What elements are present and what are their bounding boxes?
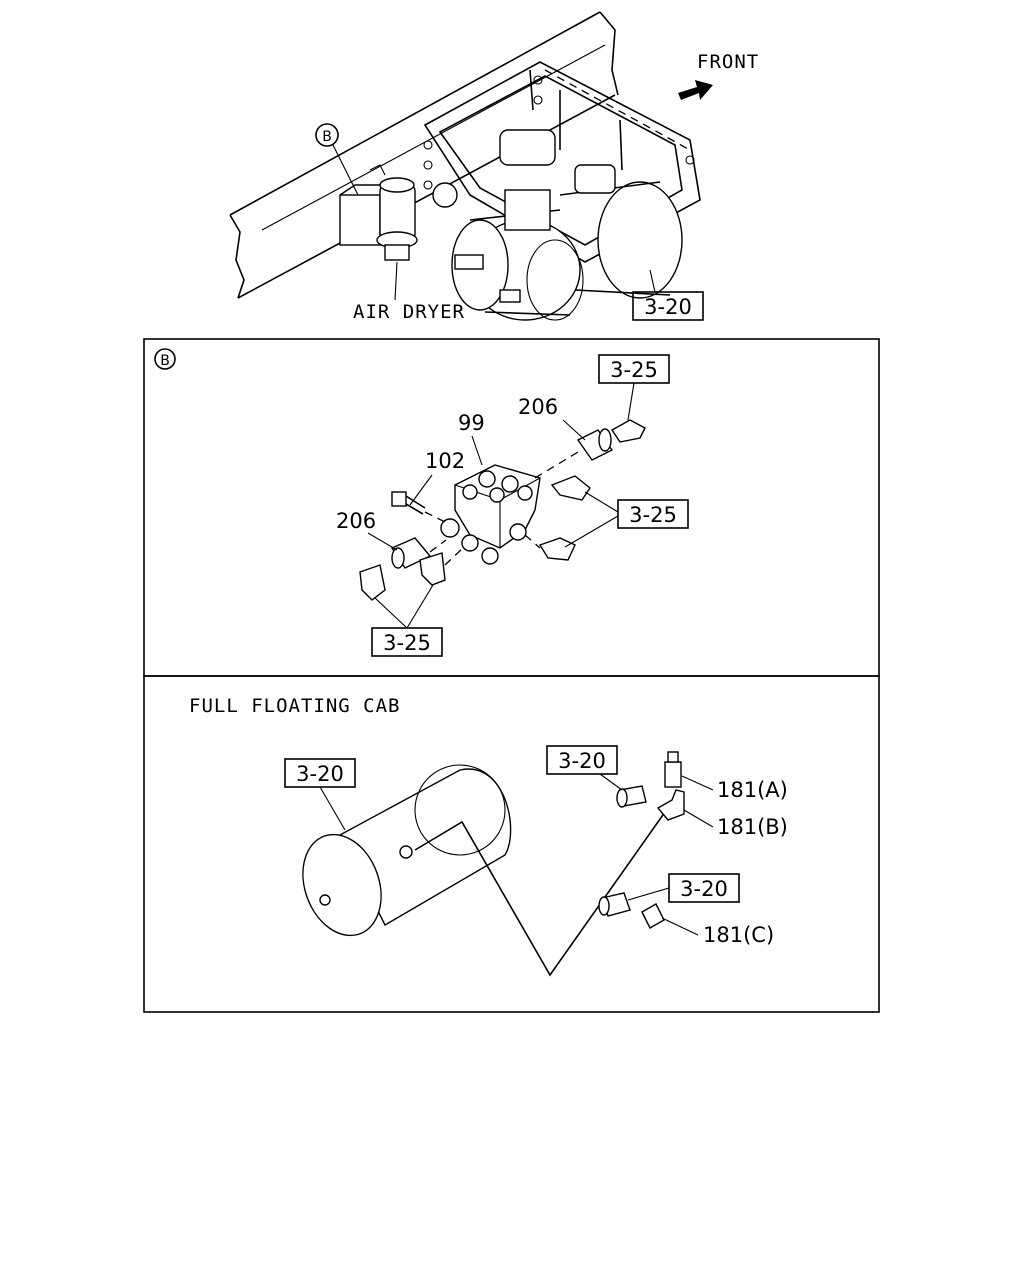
- front-label: FRONT: [697, 51, 759, 73]
- fitting-206-upper: [576, 428, 614, 461]
- ref-box-b-top: 3-25: [598, 354, 670, 421]
- elbow-lower-left-1: [359, 564, 386, 601]
- ref-box-cab-lower: 3-20: [627, 873, 740, 903]
- fitting-lower: [598, 892, 631, 917]
- part-181c-label: 181(C): [703, 923, 774, 947]
- ref-box-cab-upper-label: 3-20: [558, 749, 606, 773]
- ref-box-tank: 3-20: [284, 758, 356, 831]
- view-b-marker-top: B: [322, 129, 332, 145]
- ref-box-cab-lower-label: 3-20: [680, 877, 728, 901]
- ref-box-b-bottom-label: 3-25: [383, 631, 431, 655]
- air-dryer-label: AIR DRYER: [353, 301, 465, 323]
- part-181b-label: 181(B): [717, 815, 788, 839]
- front-indicator: FRONT: [678, 51, 759, 100]
- chassis-overview: [229, 11, 701, 321]
- fitting-181c: [641, 903, 665, 929]
- fitting-upper: [616, 785, 647, 808]
- part-206-lower-label: 206: [336, 509, 376, 533]
- ref-box-b-right: 3-25: [564, 491, 689, 548]
- part-99-label: 99: [458, 411, 485, 435]
- ref-box-b-top-label: 3-25: [610, 358, 658, 382]
- part-181a-label: 181(A): [717, 778, 788, 802]
- floating-cab-title: FULL FLOATING CAB: [189, 695, 400, 717]
- ref-box-top: 3-20: [632, 269, 704, 321]
- ref-box-b-bottom: 3-25: [371, 584, 443, 657]
- part-102-label: 102: [425, 449, 465, 473]
- part-206-upper-label: 206: [518, 395, 558, 419]
- elbow-lower-left-2: [419, 552, 446, 586]
- ref-box-tank-label: 3-20: [296, 762, 344, 786]
- elbow-right-mid: [550, 475, 591, 501]
- view-b-callout: B: [315, 123, 359, 196]
- fitting-181a: [664, 751, 682, 788]
- floating-cab-panel: [143, 675, 880, 1013]
- bolt-102: [391, 491, 426, 515]
- ref-box-cab-upper: 3-20: [546, 745, 623, 791]
- elbow-top-right: [610, 419, 646, 443]
- ref-box-b-right-label: 3-25: [629, 503, 677, 527]
- relay-valve-99: [440, 464, 541, 565]
- fitting-181b: [656, 789, 685, 821]
- front-arrow-icon: [678, 80, 713, 100]
- air-tank: [302, 764, 512, 937]
- ref-box-top-label: 3-20: [644, 295, 692, 319]
- elbow-right-low: [538, 537, 576, 561]
- detail-b-marker: B: [160, 353, 170, 369]
